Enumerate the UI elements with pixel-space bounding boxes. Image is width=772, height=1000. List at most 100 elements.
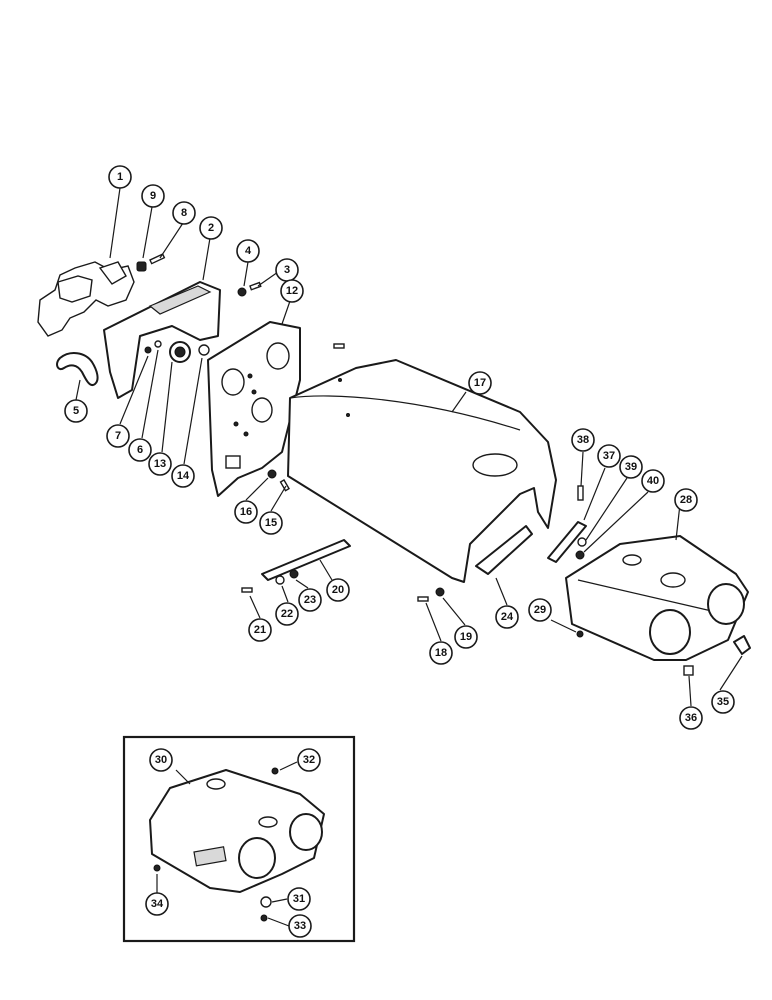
part-17-hood: [287, 359, 557, 583]
callout-6: 6: [128, 438, 152, 462]
svg-text:6: 6: [137, 444, 143, 456]
svg-text:1: 1: [117, 171, 123, 183]
callout-33: 33: [288, 914, 312, 938]
part-38-bolt: [577, 485, 584, 501]
callout-40: 40: [641, 469, 665, 493]
callout-7: 7: [106, 424, 130, 448]
svg-text:3: 3: [284, 264, 290, 276]
callout-30: 30: [149, 748, 173, 772]
svg-text:33: 33: [294, 920, 306, 932]
svg-text:28: 28: [680, 494, 692, 506]
svg-text:7: 7: [115, 430, 121, 442]
svg-text:8: 8: [181, 207, 187, 219]
svg-text:24: 24: [501, 611, 514, 623]
callout-16: 16: [234, 500, 258, 524]
callout-9: 9: [141, 184, 165, 208]
callout-34: 34: [145, 892, 169, 916]
callout-24: 24: [495, 605, 519, 629]
svg-text:14: 14: [177, 470, 190, 482]
callout-18: 18: [429, 641, 453, 665]
callout-29: 29: [528, 598, 552, 622]
svg-text:21: 21: [254, 624, 266, 636]
svg-text:5: 5: [73, 405, 79, 417]
callout-32: 32: [297, 748, 321, 772]
svg-text:2: 2: [208, 222, 214, 234]
svg-text:37: 37: [603, 450, 615, 462]
part-37-link: [547, 521, 587, 563]
part-18-bolt: [417, 596, 429, 602]
part-15-bolt: [279, 479, 290, 492]
callout-3: 3: [275, 258, 299, 282]
svg-text:38: 38: [577, 434, 589, 446]
callout-35: 35: [711, 690, 735, 714]
leader-lines: [75, 187, 743, 927]
callout-20: 20: [326, 578, 350, 602]
part-24-bracket: [475, 525, 533, 575]
callout-15: 15: [259, 511, 283, 535]
svg-text:32: 32: [303, 754, 315, 766]
svg-text:30: 30: [155, 754, 167, 766]
svg-text:4: 4: [245, 245, 252, 257]
hood-top-bolt: [333, 343, 345, 349]
svg-text:39: 39: [625, 461, 637, 473]
part-5-hose: [56, 352, 99, 386]
svg-text:12: 12: [286, 285, 298, 297]
callout-38: 38: [571, 428, 595, 452]
svg-text:22: 22: [281, 608, 293, 620]
callout-5: 5: [64, 399, 88, 423]
callout-37: 37: [597, 444, 621, 468]
inset-frame: [122, 735, 356, 943]
svg-text:19: 19: [460, 631, 472, 643]
callout-22: 22: [275, 602, 299, 626]
part-20-strap: [261, 539, 351, 581]
part-22-washer: [275, 575, 285, 585]
part-40-nut: [575, 550, 585, 560]
part-29-nut: [576, 630, 584, 638]
part-35-knob: [733, 635, 751, 655]
callout-17: 17: [468, 371, 492, 395]
svg-text:17: 17: [474, 377, 486, 389]
part-31-washer: [260, 896, 272, 908]
svg-text:23: 23: [304, 594, 316, 606]
callout-31: 31: [287, 887, 311, 911]
callout-1: 1: [108, 165, 132, 189]
callout-14: 14: [171, 464, 195, 488]
svg-text:18: 18: [435, 647, 447, 659]
svg-text:40: 40: [647, 475, 659, 487]
part-6-washer: [154, 340, 162, 348]
part-19-nut: [435, 587, 445, 597]
callout-28: 28: [674, 488, 698, 512]
part-3-bolt: [249, 281, 262, 291]
svg-text:16: 16: [240, 506, 252, 518]
part-34-nut: [153, 864, 161, 872]
part-23-nut: [289, 569, 299, 579]
callout-21: 21: [248, 618, 272, 642]
svg-text:34: 34: [151, 898, 164, 910]
callout-36: 36: [679, 706, 703, 730]
part-16-nut: [267, 469, 277, 479]
callout-23: 23: [298, 588, 322, 612]
callout-12: 12: [280, 279, 304, 303]
callout-2: 2: [199, 216, 223, 240]
part-32-screw: [271, 767, 279, 775]
svg-text:9: 9: [150, 190, 156, 202]
svg-text:15: 15: [265, 517, 277, 529]
callout-39: 39: [619, 455, 643, 479]
svg-text:36: 36: [685, 712, 697, 724]
part-9-nut: [136, 261, 147, 272]
part-21-bolt: [241, 587, 253, 593]
callout-19: 19: [454, 625, 478, 649]
part-14-ring: [198, 344, 210, 356]
callout-8: 8: [172, 201, 196, 225]
svg-text:20: 20: [332, 584, 344, 596]
part-1-harness-bracket: [37, 261, 135, 337]
part-39-washer: [577, 537, 587, 547]
callout-4: 4: [236, 239, 260, 263]
svg-text:31: 31: [293, 893, 305, 905]
part-12-instrument-panel: [207, 321, 301, 497]
part-7-screw: [144, 346, 152, 354]
svg-text:29: 29: [534, 604, 546, 616]
svg-text:35: 35: [717, 696, 729, 708]
part-2-front-panel: [103, 281, 221, 399]
